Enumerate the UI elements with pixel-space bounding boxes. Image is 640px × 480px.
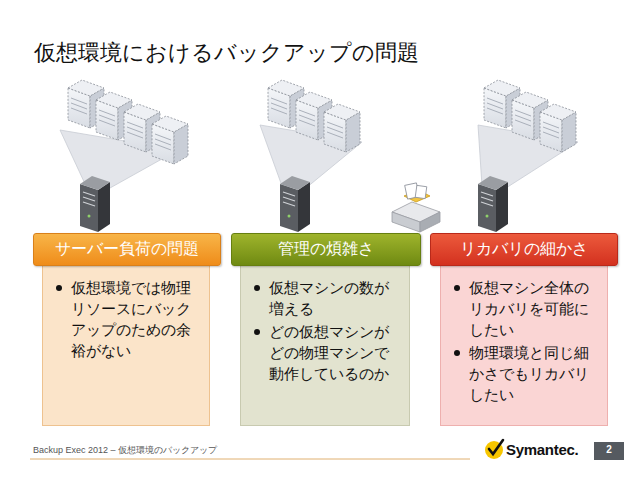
logo-text: Symantec. (506, 441, 578, 458)
bullet-dot (454, 350, 460, 356)
header-text: サーバー負荷の問題 (55, 239, 199, 260)
problem-header: 管理の煩雑さ (231, 233, 421, 266)
bullet-text: 仮想環境では物理リソースにバックアップのための余裕がない (71, 279, 191, 359)
bullet-text: 仮想マシンの数が増える (269, 279, 389, 317)
bullet-item: 仮想マシン全体のリカバリを可能にしたい (451, 277, 599, 340)
footer-rule (30, 459, 470, 460)
physical-server (478, 176, 508, 232)
file-drawer-icon (392, 183, 440, 232)
bullet-text: 物理環境と同じ細かさでもリカバリしたい (469, 344, 589, 403)
bullet-dot (454, 285, 460, 291)
physical-server (80, 176, 110, 232)
virtual-server (324, 104, 360, 152)
bullet-text: 仮想マシン全体のリカバリを可能にしたい (469, 279, 589, 338)
virtual-server (540, 104, 576, 152)
footer-text: Backup Exec 2012 – 仮想環境のバックアップ (33, 444, 217, 457)
page-number-box (594, 442, 624, 460)
physical-server (280, 176, 310, 232)
problem-header: サーバー負荷の問題 (33, 233, 221, 266)
bullet-dot (56, 285, 62, 291)
header-text: 管理の煩雑さ (278, 239, 374, 260)
bullet-item: どの仮想マシンがどの物理マシンで動作しているのか (251, 321, 401, 384)
bullet-item: 物理環境と同じ細かさでもリカバリしたい (451, 342, 599, 405)
problem-body: 仮想マシンの数が増えるどの仮想マシンがどの物理マシンで動作しているのか (240, 264, 410, 426)
slide-title: 仮想環境におけるバックアップの問題 (34, 38, 419, 68)
bullet-item: 仮想マシンの数が増える (251, 277, 401, 319)
problem-body: 仮想マシン全体のリカバリを可能にしたい物理環境と同じ細かさでもリカバリしたい (440, 264, 608, 426)
bullet-item: 仮想環境では物理リソースにバックアップのための余裕がない (53, 277, 201, 361)
bullet-dot (254, 285, 260, 291)
bullet-dot (254, 329, 260, 335)
header-text: リカバリの細かさ (460, 239, 588, 260)
problem-body: 仮想環境では物理リソースにバックアップのための余裕がない (42, 264, 210, 426)
bullet-text: どの仮想マシンがどの物理マシンで動作しているのか (269, 323, 389, 382)
symantec-logo-mark (485, 440, 503, 459)
page-number: 2 (594, 444, 624, 455)
virtual-server (152, 116, 188, 164)
problem-header: リカバリの細かさ (430, 233, 618, 266)
